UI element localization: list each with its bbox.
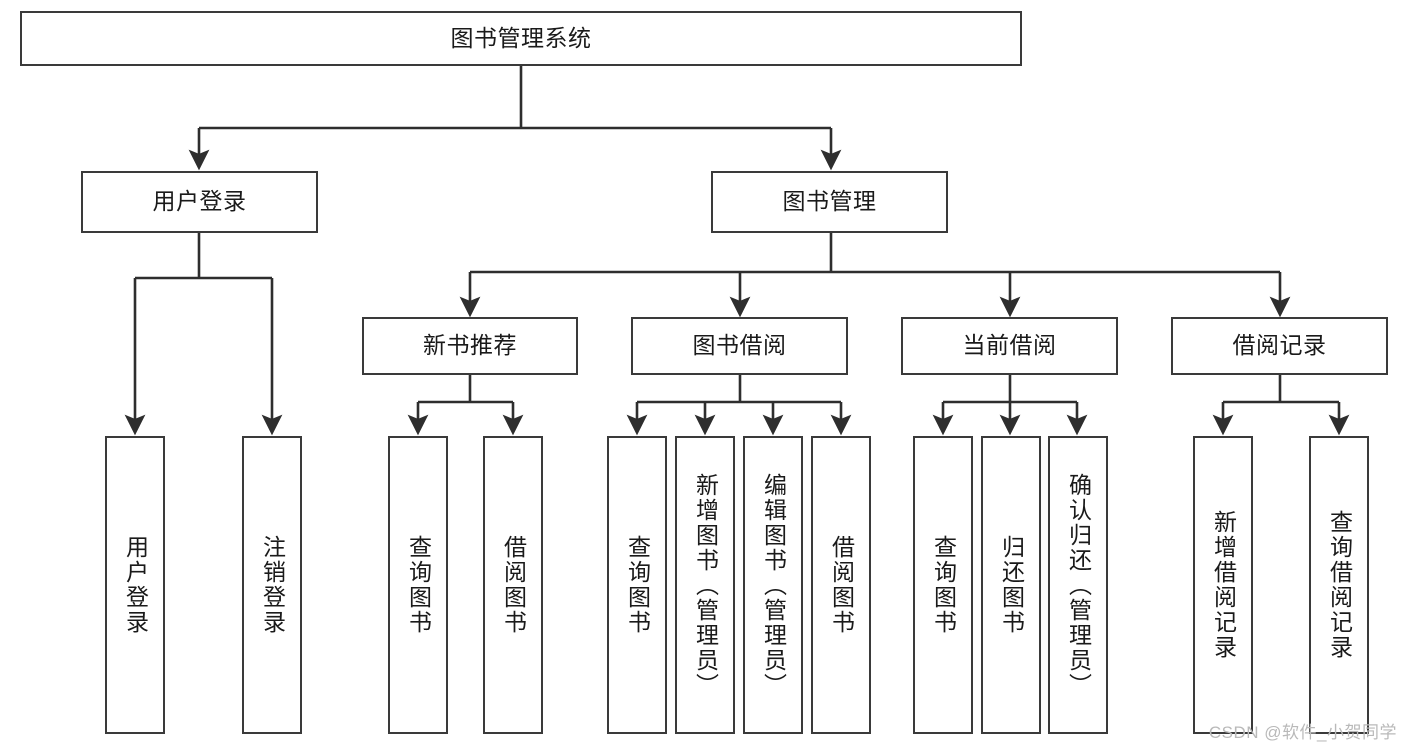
- node-leaf-logout[interactable]: 注销登录: [242, 436, 302, 734]
- node-leaf-edit-book-label: 编辑图书（管理员）: [760, 472, 787, 698]
- node-book-borrow[interactable]: 图书借阅: [631, 317, 848, 375]
- node-leaf-user-login-label: 用户登录: [122, 535, 149, 635]
- node-leaf-add-book[interactable]: 新增图书（管理员）: [675, 436, 735, 734]
- node-leaf-query-book-2[interactable]: 查询图书: [607, 436, 667, 734]
- node-leaf-add-book-label: 新增图书（管理员）: [692, 472, 719, 698]
- node-leaf-user-login[interactable]: 用户登录: [105, 436, 165, 734]
- node-leaf-confirm-return[interactable]: 确认归还（管理员）: [1048, 436, 1108, 734]
- node-root[interactable]: 图书管理系统: [20, 11, 1022, 66]
- node-leaf-borrow-book-2-label: 借阅图书: [828, 535, 855, 635]
- node-leaf-add-record[interactable]: 新增借阅记录: [1193, 436, 1253, 734]
- node-leaf-query-record-label: 查询借阅记录: [1326, 510, 1353, 660]
- node-leaf-borrow-book-1-label: 借阅图书: [500, 535, 527, 635]
- node-leaf-return-book[interactable]: 归还图书: [981, 436, 1041, 734]
- node-leaf-query-book-2-label: 查询图书: [624, 535, 651, 635]
- node-borrow-record[interactable]: 借阅记录: [1171, 317, 1388, 375]
- node-leaf-add-record-label: 新增借阅记录: [1210, 510, 1237, 660]
- node-user-login[interactable]: 用户登录: [81, 171, 318, 233]
- node-user-login-label: 用户登录: [152, 188, 247, 215]
- node-new-book-rec-label: 新书推荐: [423, 332, 517, 359]
- node-leaf-query-book-3-label: 查询图书: [930, 535, 957, 635]
- node-root-label: 图书管理系统: [450, 24, 592, 51]
- node-leaf-edit-book[interactable]: 编辑图书（管理员）: [743, 436, 803, 734]
- node-current-borrow-label: 当前借阅: [962, 332, 1057, 359]
- node-leaf-confirm-return-label: 确认归还（管理员）: [1065, 472, 1092, 698]
- node-leaf-query-record[interactable]: 查询借阅记录: [1309, 436, 1369, 734]
- node-new-book-rec[interactable]: 新书推荐: [362, 317, 578, 375]
- node-book-manage-label: 图书管理: [782, 188, 877, 215]
- node-leaf-query-book-1[interactable]: 查询图书: [388, 436, 448, 734]
- node-book-manage[interactable]: 图书管理: [711, 171, 948, 233]
- node-current-borrow[interactable]: 当前借阅: [901, 317, 1118, 375]
- node-leaf-logout-label: 注销登录: [259, 535, 286, 635]
- watermark-text: CSDN @软件_小贺同学: [1208, 723, 1397, 742]
- node-leaf-borrow-book-2[interactable]: 借阅图书: [811, 436, 871, 734]
- node-borrow-record-label: 借阅记录: [1232, 332, 1327, 359]
- node-book-borrow-label: 图书借阅: [692, 332, 787, 359]
- node-leaf-borrow-book-1[interactable]: 借阅图书: [483, 436, 543, 734]
- node-leaf-return-book-label: 归还图书: [998, 535, 1025, 635]
- node-leaf-query-book-3[interactable]: 查询图书: [913, 436, 973, 734]
- node-leaf-query-book-1-label: 查询图书: [405, 535, 432, 635]
